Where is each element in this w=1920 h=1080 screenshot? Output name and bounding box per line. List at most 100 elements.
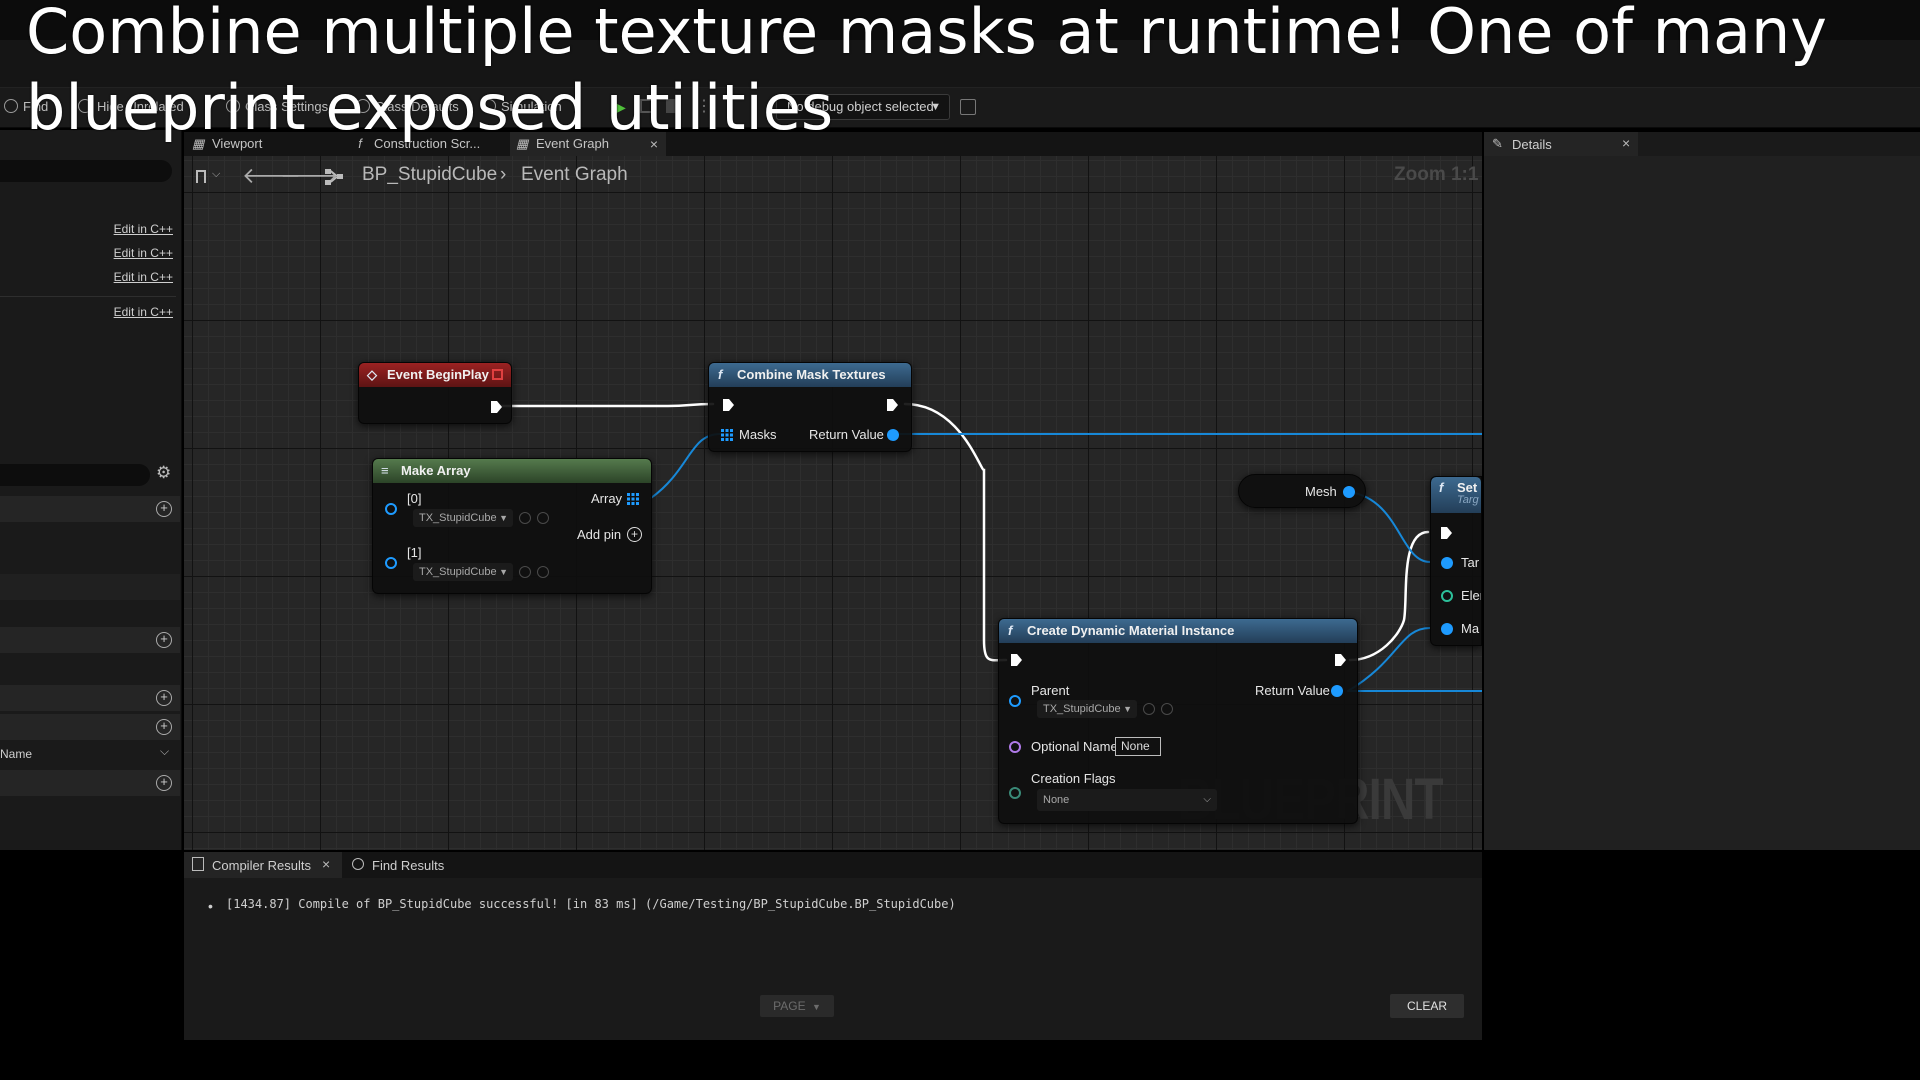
class-settings-button[interactable]: Class Settings bbox=[226, 99, 328, 114]
page-dropdown[interactable]: PAGE ▼ bbox=[760, 995, 834, 1017]
add-icon[interactable]: + bbox=[156, 719, 172, 735]
exec-output-pin[interactable] bbox=[489, 400, 503, 414]
bookmark-icon[interactable] bbox=[196, 170, 206, 183]
exec-input-pin[interactable] bbox=[1439, 526, 1453, 540]
target-pin[interactable] bbox=[1441, 557, 1453, 569]
add-icon[interactable]: + bbox=[156, 690, 172, 706]
list-item[interactable] bbox=[0, 574, 180, 600]
exec-input-pin[interactable] bbox=[1009, 653, 1023, 667]
array-input-pin[interactable] bbox=[721, 429, 733, 441]
edit-in-cpp-link[interactable]: Edit in C++ bbox=[113, 222, 173, 236]
asset-picker-dropdown[interactable]: TX_StupidCube ▼ bbox=[1037, 700, 1137, 718]
tab-viewport[interactable]: ▦Viewport bbox=[188, 132, 338, 156]
clear-button[interactable]: CLEAR bbox=[1390, 994, 1464, 1018]
grid-icon: ▦ bbox=[192, 136, 205, 151]
node-make-array[interactable]: ≡ Make Array [0] TX_StupidCube ▼ Array A… bbox=[372, 458, 652, 594]
gear-icon[interactable]: ⚙ bbox=[156, 463, 172, 482]
event-graph-icon: ▦ bbox=[516, 136, 529, 151]
use-selected-icon[interactable] bbox=[519, 512, 531, 524]
browse-asset-icon[interactable] bbox=[1161, 703, 1173, 715]
chevron-down-icon: ⌵ bbox=[1203, 794, 1211, 805]
node-header: f Set Targ bbox=[1431, 477, 1481, 513]
optional-name-pin[interactable] bbox=[1009, 741, 1021, 753]
chevron-down-icon[interactable]: ⌵ bbox=[160, 744, 170, 758]
back-arrow-icon[interactable]: 🡐 bbox=[242, 163, 301, 188]
exec-output-pin[interactable] bbox=[1333, 653, 1347, 667]
node-create-dynamic-material-instance[interactable]: f Create Dynamic Material Instance Paren… bbox=[998, 618, 1358, 824]
creation-flags-dropdown[interactable]: None ⌵ bbox=[1037, 789, 1217, 811]
section-header-functions[interactable]: + bbox=[0, 627, 180, 653]
add-icon[interactable]: + bbox=[156, 501, 172, 517]
array-element-pin[interactable] bbox=[385, 503, 397, 515]
use-selected-icon[interactable] bbox=[519, 566, 531, 578]
close-icon[interactable]: × bbox=[649, 136, 658, 152]
exec-wire bbox=[903, 402, 1008, 662]
my-blueprint-search-input[interactable] bbox=[0, 464, 150, 486]
node-mesh-getter[interactable]: Mesh bbox=[1238, 474, 1366, 508]
more-options-icon[interactable]: ⋮ bbox=[696, 98, 712, 115]
section-header-graphs[interactable]: + bbox=[0, 496, 180, 522]
hide-unrelated-button[interactable]: Hide Unrelated bbox=[78, 99, 184, 114]
return-value-pin[interactable] bbox=[1331, 685, 1343, 697]
section-header-event-dispatchers[interactable]: + bbox=[0, 770, 180, 796]
exec-input-pin[interactable] bbox=[721, 398, 735, 412]
find-button[interactable]: Find bbox=[4, 99, 48, 114]
node-header: f Create Dynamic Material Instance bbox=[999, 619, 1357, 643]
mesh-variable-label: Mesh bbox=[1305, 484, 1337, 499]
browse-asset-icon[interactable] bbox=[537, 566, 549, 578]
simulation-button[interactable]: Simulation bbox=[482, 99, 562, 114]
element-index-pin[interactable] bbox=[1441, 590, 1453, 602]
add-pin-icon[interactable]: + bbox=[627, 527, 642, 542]
pause-icon[interactable] bbox=[640, 99, 654, 113]
tab-find-results[interactable]: Find Results bbox=[352, 852, 472, 878]
play-icon[interactable]: ▶ bbox=[612, 97, 626, 117]
exec-wire bbox=[1348, 530, 1430, 662]
components-search-input[interactable] bbox=[0, 160, 172, 182]
breadcrumb-blueprint[interactable]: BP_StupidCube bbox=[362, 164, 498, 185]
function-icon: f bbox=[358, 136, 362, 151]
exec-output-pin[interactable] bbox=[885, 398, 899, 412]
simulation-icon bbox=[482, 99, 496, 113]
stop-icon[interactable] bbox=[666, 99, 680, 113]
function-icon: f bbox=[1008, 623, 1013, 638]
use-selected-icon[interactable] bbox=[1143, 703, 1155, 715]
node-combine-mask-textures[interactable]: f Combine Mask Textures Masks Return Val… bbox=[708, 362, 912, 452]
mesh-output-pin[interactable] bbox=[1343, 486, 1355, 498]
tab-details[interactable]: ✎ Details × bbox=[1484, 132, 1638, 156]
debug-options-icon[interactable] bbox=[960, 99, 976, 115]
chevron-down-icon[interactable]: ⌵ bbox=[212, 168, 221, 180]
add-icon[interactable]: + bbox=[156, 632, 172, 648]
add-icon[interactable]: + bbox=[156, 775, 172, 791]
asset-picker-dropdown[interactable]: TX_StupidCube ▼ bbox=[413, 509, 513, 527]
array-output-pin[interactable] bbox=[627, 493, 639, 505]
class-defaults-button[interactable]: Class Defaults bbox=[356, 99, 459, 114]
delegate-pin-icon[interactable] bbox=[492, 369, 503, 380]
return-value-pin[interactable] bbox=[887, 429, 899, 441]
section-header-macros[interactable]: + bbox=[0, 685, 180, 711]
material-pin[interactable] bbox=[1441, 623, 1453, 635]
close-icon[interactable]: × bbox=[1622, 135, 1631, 151]
debug-object-dropdown[interactable]: No debug object selected ▼ bbox=[776, 94, 950, 120]
array-element-pin[interactable] bbox=[385, 557, 397, 569]
tab-event-graph[interactable]: ▦Event Graph × bbox=[510, 132, 666, 156]
add-pin-label[interactable]: Add pin bbox=[577, 527, 622, 542]
search-icon bbox=[352, 858, 364, 870]
parent-pin[interactable] bbox=[1009, 695, 1021, 707]
event-graph-icon bbox=[325, 169, 343, 185]
node-header: ◇ Event BeginPlay bbox=[359, 363, 511, 387]
edit-in-cpp-link[interactable]: Edit in C++ bbox=[113, 305, 173, 319]
breadcrumb-graph[interactable]: Event Graph bbox=[521, 164, 628, 185]
node-set-material[interactable]: f Set Targ Tar Eler Ma bbox=[1430, 476, 1482, 646]
edit-in-cpp-link[interactable]: Edit in C++ bbox=[113, 270, 173, 284]
creation-flags-pin[interactable] bbox=[1009, 787, 1021, 799]
close-icon[interactable]: × bbox=[322, 856, 331, 872]
chevron-down-icon: ▼ bbox=[930, 101, 941, 113]
node-event-beginplay[interactable]: ◇ Event BeginPlay bbox=[358, 362, 512, 424]
asset-picker-dropdown[interactable]: TX_StupidCube ▼ bbox=[413, 563, 513, 581]
browse-asset-icon[interactable] bbox=[537, 512, 549, 524]
tab-compiler-results[interactable]: Compiler Results × bbox=[184, 852, 342, 878]
section-header-variables[interactable]: + bbox=[0, 714, 180, 740]
edit-in-cpp-link[interactable]: Edit in C++ bbox=[113, 246, 173, 260]
optional-name-input[interactable]: None bbox=[1115, 737, 1161, 756]
